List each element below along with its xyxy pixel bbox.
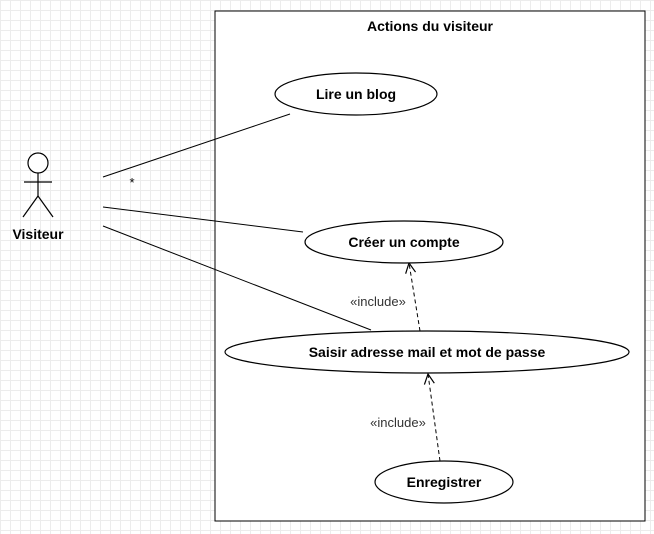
use-case-creer-compte-shape — [304, 220, 504, 264]
association-creer-compte — [102, 206, 304, 233]
use-case-creer-compte[interactable]: Créer un compte — [304, 220, 504, 264]
use-case-creer-compte-label: Créer un compte — [348, 234, 459, 250]
use-case-lire-blog[interactable]: Lire un blog — [274, 72, 438, 116]
use-case-lire-blog-label: Lire un blog — [316, 86, 396, 102]
use-case-lire-blog-shape — [274, 72, 438, 116]
use-case-saisir-label: Saisir adresse mail et mot de passe — [309, 344, 546, 360]
use-case-saisir[interactable]: Saisir adresse mail et mot de passe — [224, 330, 630, 374]
include-label-1: «include» — [350, 294, 406, 309]
actor-visiteur[interactable] — [22, 152, 54, 218]
actor-label: Visiteur — [12, 226, 64, 242]
include-arrow-saisir-to-creer — [409, 263, 421, 332]
actor-left-leg — [22, 195, 39, 218]
include-arrow-enregistrer-to-saisir — [428, 374, 441, 462]
include-label-2: «include» — [370, 415, 426, 430]
actor-head — [27, 152, 49, 174]
actor-right-leg — [37, 195, 54, 218]
system-title: Actions du visiteur — [367, 18, 494, 34]
use-case-enregistrer-shape — [374, 460, 514, 504]
use-case-enregistrer-label: Enregistrer — [407, 474, 482, 490]
multiplicity-label: * — [129, 175, 134, 190]
association-saisir — [102, 225, 372, 331]
use-case-saisir-shape — [224, 330, 630, 374]
association-lire-blog — [102, 113, 291, 178]
use-case-enregistrer[interactable]: Enregistrer — [374, 460, 514, 504]
